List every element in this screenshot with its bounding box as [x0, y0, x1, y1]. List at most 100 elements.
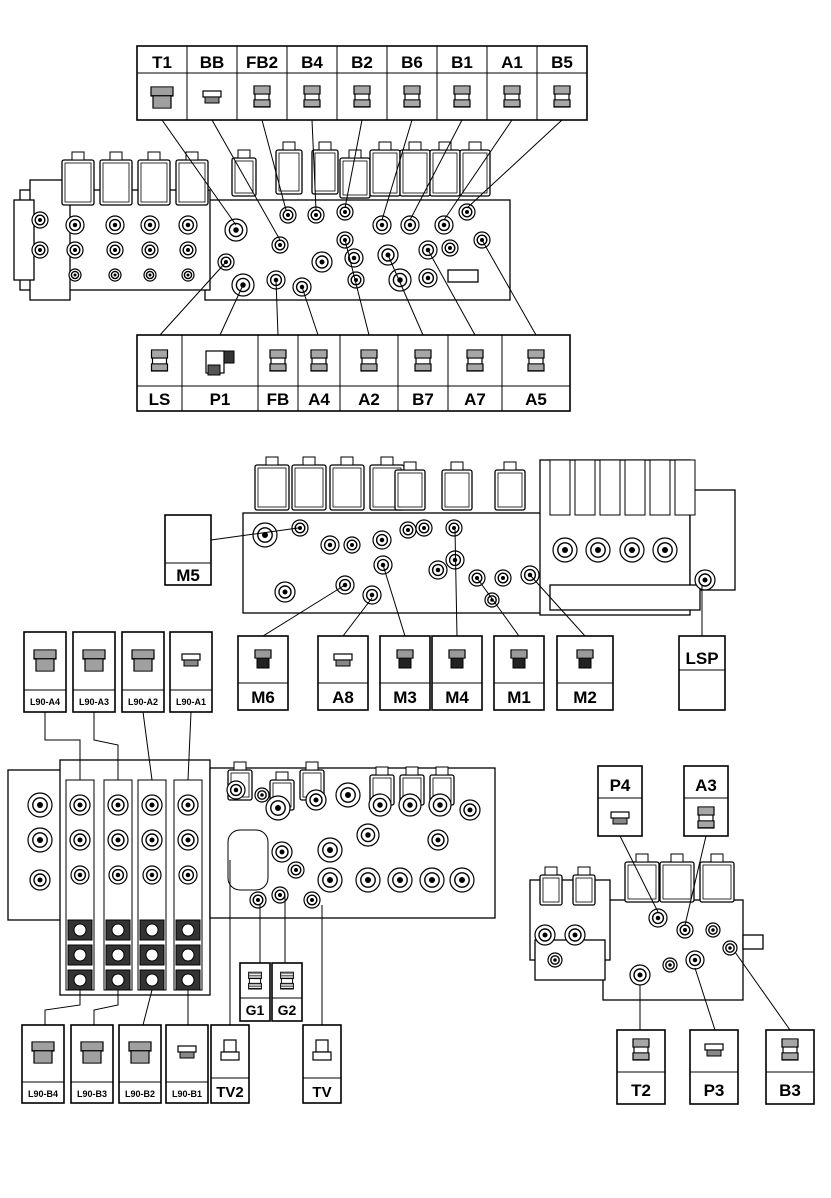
port: [292, 277, 312, 297]
port: [441, 239, 459, 257]
leader-lines-top: [159, 119, 563, 336]
leader-line: [381, 119, 413, 221]
port: [419, 867, 445, 893]
port-label: M4: [445, 688, 469, 707]
leader-line: [301, 286, 319, 336]
nameplate: [447, 269, 479, 283]
port-label: A7: [464, 390, 486, 409]
port: [317, 867, 343, 893]
port: [224, 218, 248, 242]
port-cell: G2: [271, 962, 303, 1022]
section-port: [177, 829, 199, 851]
port-cell: L90-A2: [121, 631, 165, 713]
fitting-icon: [150, 86, 174, 109]
solenoid-coil: [441, 461, 473, 511]
port: [534, 924, 556, 946]
m5-callout: M5: [164, 514, 299, 586]
valve-block-lower-right: [529, 853, 764, 1001]
port-label: M6: [251, 688, 275, 707]
port-cell: L90-A4: [23, 631, 67, 713]
port-label: TV: [312, 1084, 331, 1101]
fitting-icon: [205, 350, 235, 376]
port: [372, 530, 392, 550]
valve-block-main: [13, 141, 511, 301]
port: [449, 867, 475, 893]
fitting-icon: [150, 349, 169, 372]
leader-line: [427, 249, 476, 336]
port-label: M1: [507, 688, 531, 707]
spool-port: [31, 241, 49, 259]
lsp-callout: LSP: [678, 585, 726, 711]
port: [355, 867, 381, 893]
port-cell: M2: [556, 635, 614, 711]
leader-line: [142, 711, 153, 781]
port: [585, 537, 611, 563]
leader-line: [529, 574, 586, 637]
leader-lines-middle: [262, 529, 586, 637]
leader-line: [382, 564, 406, 637]
leader-line: [93, 712, 119, 780]
section-port: [27, 827, 53, 853]
section-port: [142, 865, 162, 885]
port: [400, 215, 420, 235]
fitting-icon: [781, 1038, 799, 1061]
port-cell: L90-B2: [118, 1024, 162, 1104]
port: [445, 519, 463, 537]
solenoid-coil: [459, 141, 491, 197]
spool-port: [106, 241, 124, 259]
port: [307, 206, 325, 224]
fitting-icon: [697, 806, 715, 829]
solenoid-coil: [399, 141, 431, 197]
spool-port: [68, 268, 82, 282]
port-label: FB2: [246, 53, 278, 72]
valve-block-lower-left: [7, 759, 496, 996]
solenoid-coil: [291, 456, 327, 511]
spool-port: [66, 241, 84, 259]
port: [362, 585, 382, 605]
fitting-icon: [33, 649, 57, 672]
leader-line: [409, 119, 463, 221]
port: [279, 206, 297, 224]
section-port: [107, 829, 129, 851]
port-label: M2: [573, 688, 597, 707]
solenoid-coil: [699, 853, 735, 903]
port: [274, 581, 296, 603]
port: [434, 215, 454, 235]
port: [252, 522, 278, 548]
leader-line: [311, 119, 317, 211]
fitting-icon: [202, 90, 222, 104]
port: [249, 891, 267, 909]
port-cell: L90-A1: [169, 631, 213, 713]
port: [418, 268, 438, 288]
solenoid-coil: [494, 461, 526, 511]
port: [271, 841, 293, 863]
fitting-icon: [553, 85, 571, 108]
leader-line: [466, 119, 563, 209]
spool-port: [105, 215, 125, 235]
port-cell: L90-B4: [21, 1024, 65, 1104]
port: [427, 829, 449, 851]
port: [265, 795, 291, 821]
fitting-icon: [80, 1041, 104, 1064]
port-label: B2: [351, 53, 373, 72]
solenoid-coil: [659, 853, 695, 903]
port-label: A3: [695, 776, 717, 795]
section-port: [108, 865, 128, 885]
port: [387, 867, 413, 893]
section-port: [107, 794, 129, 816]
fitting-icon: [181, 653, 201, 667]
section-port: [69, 794, 91, 816]
port: [398, 793, 422, 817]
fitting-icon: [248, 971, 262, 990]
spool-port: [65, 215, 85, 235]
leader-line: [476, 577, 520, 637]
port-cell: L90-B3: [70, 1024, 114, 1104]
port-cell: A3: [683, 765, 729, 837]
fitting-icon: [360, 349, 378, 372]
spool-port: [31, 211, 49, 229]
